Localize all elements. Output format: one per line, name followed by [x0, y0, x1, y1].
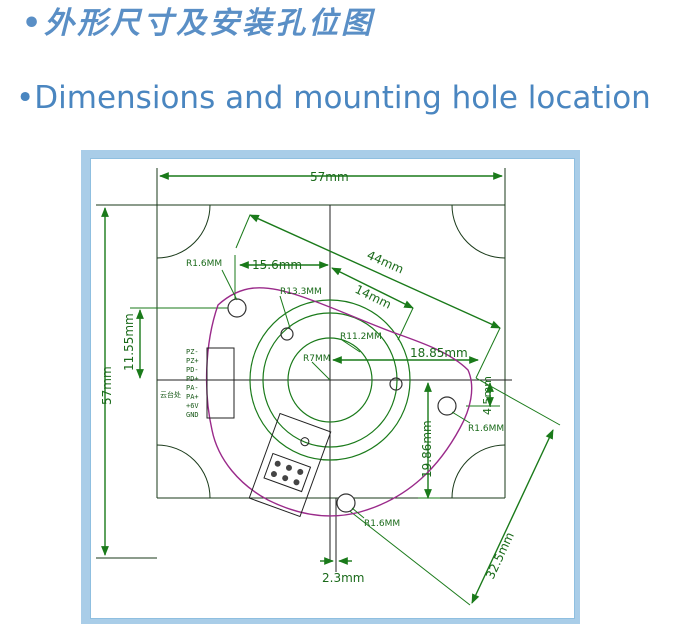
dim-14-label: 14mm [353, 282, 394, 312]
r-hole-right-label: R1.6MM [468, 424, 504, 434]
title-english: •Dimensions and mounting hole location [16, 80, 651, 116]
dim-19-86-label: 19.86mm [420, 420, 434, 478]
dim-15-6-label: 15.6mm [252, 258, 302, 272]
dim-2-3-label: 2.3mm [322, 571, 364, 585]
connector-label: 云台处 [160, 390, 181, 399]
square-board-outline [96, 168, 506, 559]
dim-11-55-label: 11.55mm [122, 313, 136, 371]
pin-label: PA- [186, 384, 199, 392]
dim-width-label: 57mm [310, 170, 349, 184]
dim-height-label: 57mm [100, 366, 114, 405]
concentric-circles [249, 299, 411, 461]
dim-44-label: 44mm [365, 248, 406, 277]
dim-18-85-label: 18.85mm [410, 346, 468, 360]
mounting-hole-bottom [336, 493, 356, 513]
title-chinese: •外形尺寸及安装孔位图 [22, 6, 375, 41]
dim-4-5-label: 4.5mm [481, 376, 494, 415]
pin-label: +6V [186, 402, 199, 410]
pcb-outline [205, 287, 473, 517]
r-hole-top-label: R1.6MM [186, 259, 222, 269]
pin-label: PD- [186, 366, 199, 374]
radius-leaders [221, 269, 471, 519]
pin-label: PD+ [186, 375, 199, 383]
dim-32-5-label: 32.5mm [483, 530, 517, 581]
r-13-3-label: R13.3MM [280, 287, 322, 297]
pin-label: PZ+ [186, 357, 199, 365]
dimension-lines [101, 172, 554, 604]
mounting-holes [227, 298, 457, 513]
connector-block [206, 347, 235, 419]
r-7-label: R7MM [303, 354, 331, 364]
pin-label: GND [186, 411, 199, 419]
r-hole-bottom-label: R1.6MM [364, 519, 400, 529]
mounting-hole-top-left [227, 298, 247, 318]
pin-label: PA+ [186, 393, 199, 401]
rotated-chip [248, 412, 332, 518]
mounting-hole-right [437, 396, 457, 416]
r-11-2-label: R11.2MM [340, 332, 382, 342]
pin-label: PZ- [186, 348, 199, 356]
